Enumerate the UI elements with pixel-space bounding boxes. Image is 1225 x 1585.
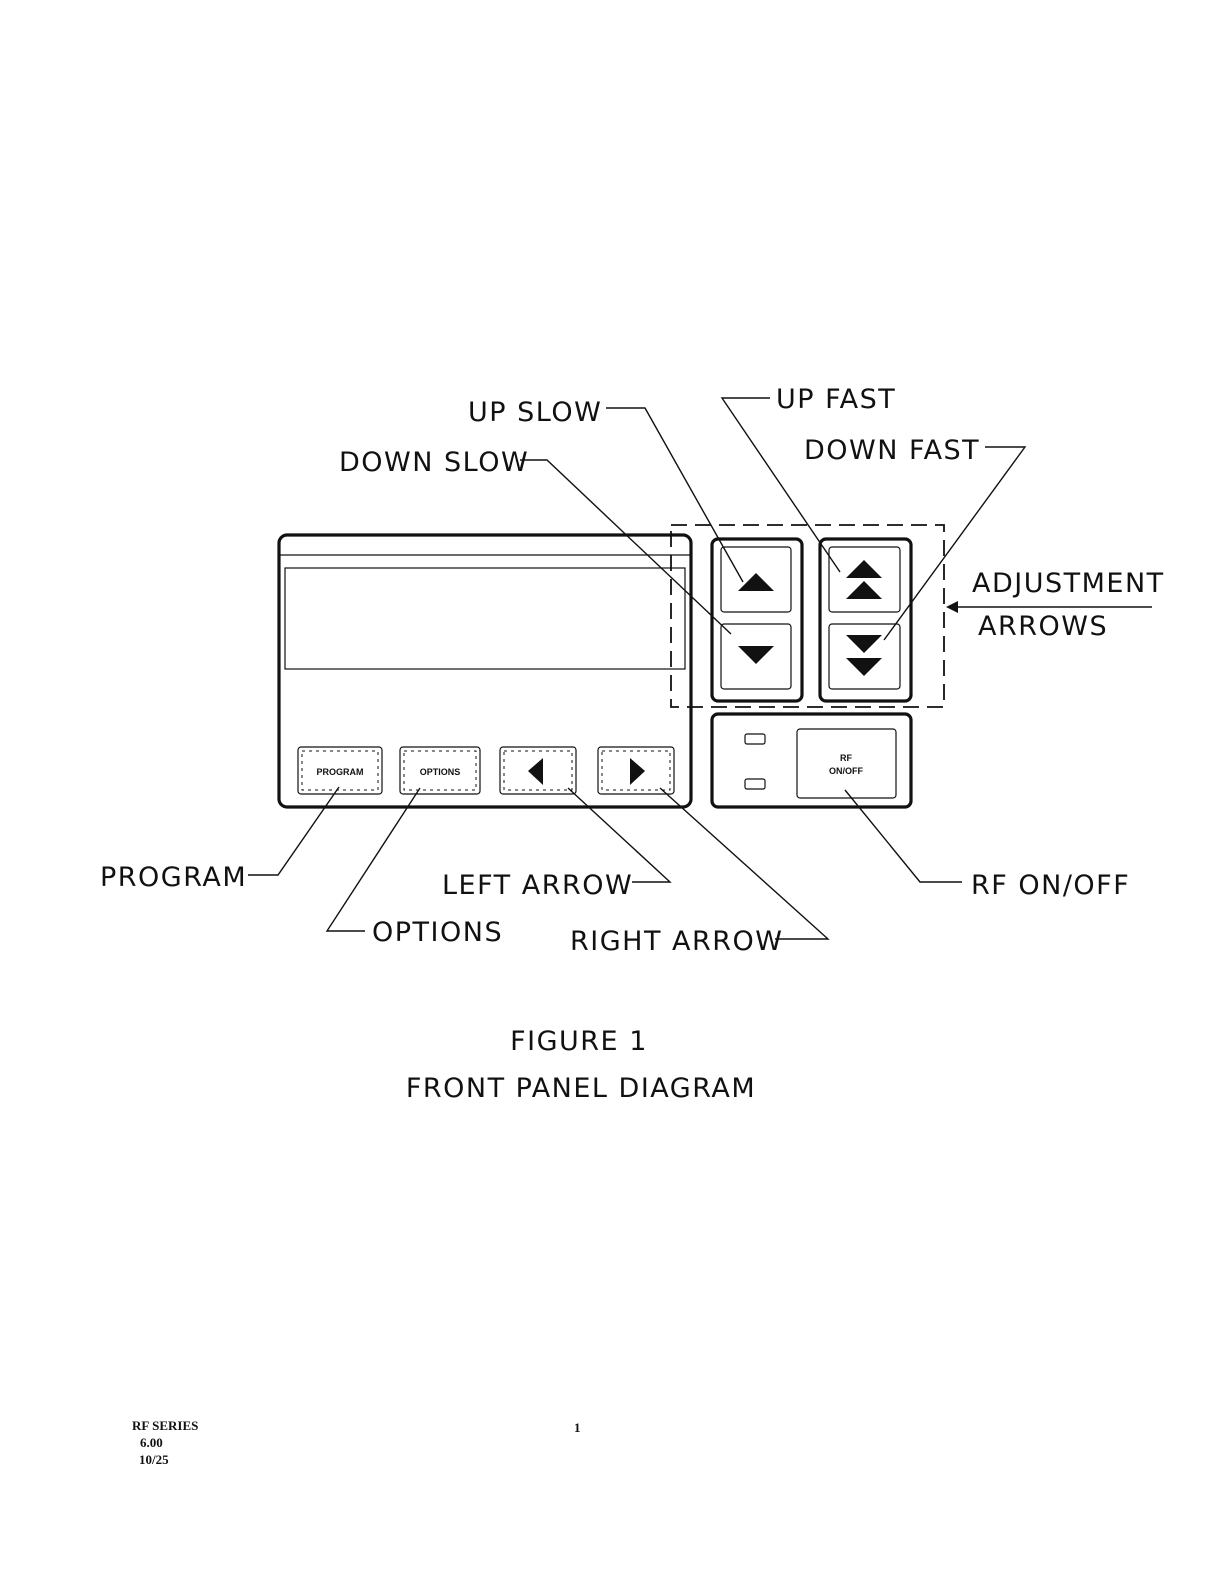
up-fast-button[interactable] — [829, 547, 900, 612]
footer-date: 10/25 — [139, 1452, 169, 1467]
rf-block — [712, 714, 911, 807]
up-fast-label: UP FAST — [776, 384, 896, 415]
up-fast-icon-upper — [846, 560, 882, 578]
page-number: 1 — [574, 1420, 581, 1435]
adjustment-arrowhead — [946, 601, 958, 613]
rf-indicator-upper — [745, 734, 765, 744]
figure-title: FRONT PANEL DIAGRAM — [406, 1073, 756, 1104]
arrows-label: ARROWS — [978, 611, 1108, 642]
footer-version: 6.00 — [140, 1435, 163, 1450]
down-slow-label: DOWN SLOW — [339, 447, 529, 478]
up-slow-label: UP SLOW — [468, 397, 602, 428]
rf-onoff-label: RF ON/OFF — [971, 870, 1130, 901]
options-label: OPTIONS — [372, 917, 503, 948]
figure-number: FIGURE 1 — [510, 1026, 648, 1057]
options-button[interactable]: OPTIONS — [400, 747, 480, 794]
rf-indicator-lower — [745, 779, 765, 789]
options-leader — [327, 788, 420, 931]
left-arrow-leader — [568, 788, 670, 882]
down-fast-label: DOWN FAST — [804, 435, 980, 466]
display-window — [285, 568, 685, 669]
program-label: PROGRAM — [100, 862, 247, 893]
right-arrow-button[interactable] — [598, 747, 674, 794]
down-slow-leader — [520, 460, 731, 634]
right-arrow-leader — [660, 788, 828, 939]
program-button-label: PROGRAM — [317, 767, 364, 777]
up-fast-leader — [722, 398, 840, 572]
program-button[interactable]: PROGRAM — [298, 747, 382, 794]
footer-series: RF SERIES — [132, 1418, 198, 1433]
up-fast-icon-lower — [846, 581, 882, 599]
slow-arrows-block — [712, 539, 802, 701]
program-leader — [248, 787, 339, 875]
options-button-label: OPTIONS — [420, 767, 461, 777]
down-slow-button[interactable] — [721, 624, 791, 689]
up-slow-icon — [738, 573, 774, 591]
rf-onoff-leader — [845, 790, 962, 882]
left-arrow-label: LEFT ARROW — [442, 870, 633, 901]
down-slow-icon — [738, 646, 774, 664]
rf-onoff-button[interactable]: RF ON/OFF — [797, 729, 896, 798]
adjustment-label: ADJUSTMENT — [972, 568, 1165, 599]
right-arrow-icon — [630, 758, 645, 785]
left-arrow-button[interactable] — [500, 747, 576, 794]
up-slow-button[interactable] — [721, 547, 791, 612]
down-fast-icon-lower — [846, 658, 882, 676]
down-fast-icon-upper — [846, 635, 882, 653]
up-slow-leader — [606, 408, 743, 582]
left-arrow-icon — [528, 758, 543, 785]
rf-button-label-line1: RF — [840, 753, 852, 763]
rf-button-label-line2: ON/OFF — [829, 766, 863, 776]
right-arrow-label: RIGHT ARROW — [570, 926, 783, 957]
